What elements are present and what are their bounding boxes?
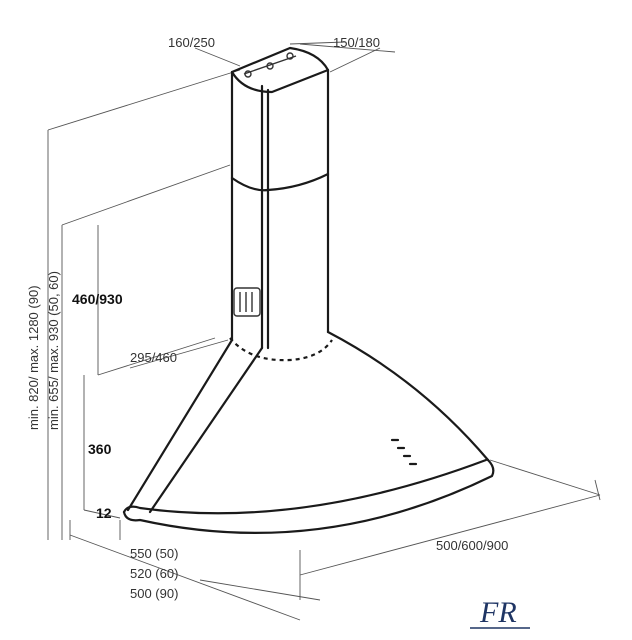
- chimney-height-label: 460/930: [72, 291, 123, 307]
- brand-logo-text: FR: [479, 596, 517, 629]
- vent-slots: [233, 287, 261, 317]
- total-height-label-2: min. 655/ max. 930 (50, 60): [46, 271, 61, 430]
- canopy: [122, 330, 495, 534]
- outlet-depth-label: 150/180: [333, 35, 380, 50]
- dimension-lines: [47, 41, 601, 621]
- rim-height-label: 12: [96, 505, 112, 521]
- total-height-label-1: min. 820/ max. 1280 (90): [26, 285, 41, 430]
- width-label: 500/600/900: [436, 538, 508, 553]
- chimney-base-width-label: 295/460: [130, 350, 177, 365]
- depth-60-label: 520 (60): [130, 566, 178, 581]
- control-buttons: [390, 438, 418, 466]
- canopy-height-label: 360: [88, 441, 112, 457]
- outlet-width-label: 160/250: [168, 35, 215, 50]
- chimney: [230, 46, 330, 350]
- brand-logo: FR: [470, 596, 530, 629]
- depth-50-label: 550 (50): [130, 546, 178, 561]
- depth-90-label: 500 (90): [130, 586, 178, 601]
